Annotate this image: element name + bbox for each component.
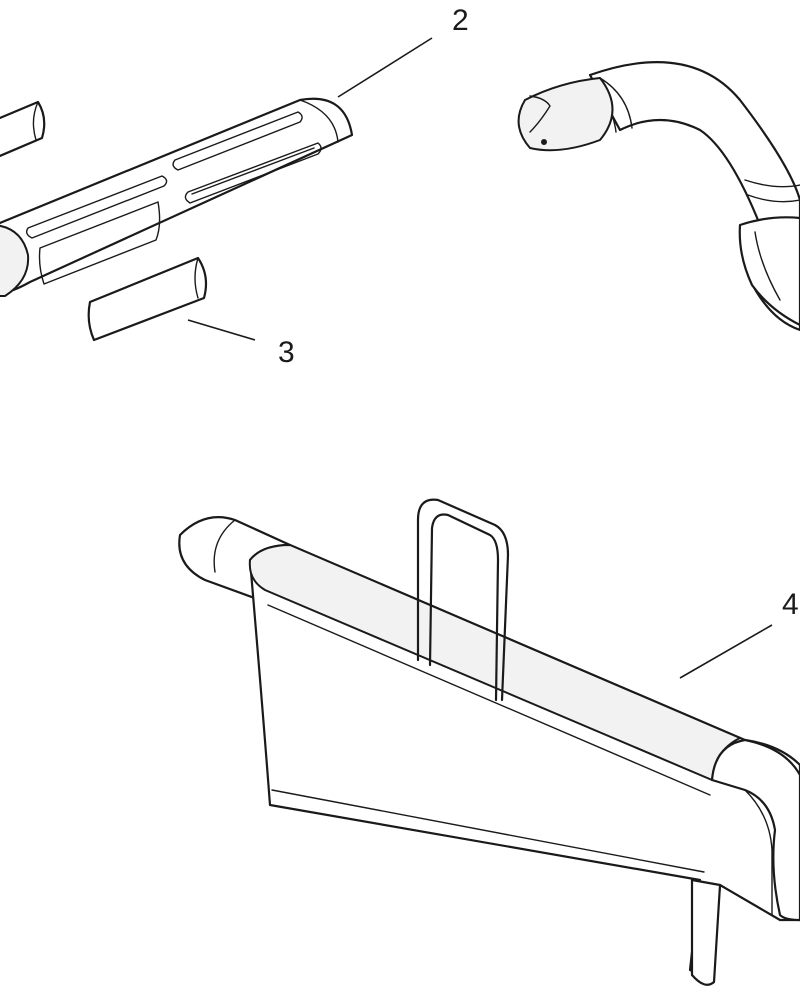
callout-4: 4	[782, 588, 799, 621]
part-2-heat-shield	[0, 97, 354, 297]
elbow-pipe	[517, 61, 800, 332]
part-4-muffler	[178, 498, 800, 986]
leader-line-4	[679, 624, 773, 679]
leader-line-3	[187, 319, 256, 341]
part-3-strip-lower	[87, 256, 208, 342]
part-2-slots	[25, 111, 322, 285]
leader-line-2	[337, 37, 433, 98]
part-3-strip-upper	[0, 100, 46, 158]
callout-3: 3	[278, 336, 295, 369]
callout-2: 2	[452, 4, 469, 37]
